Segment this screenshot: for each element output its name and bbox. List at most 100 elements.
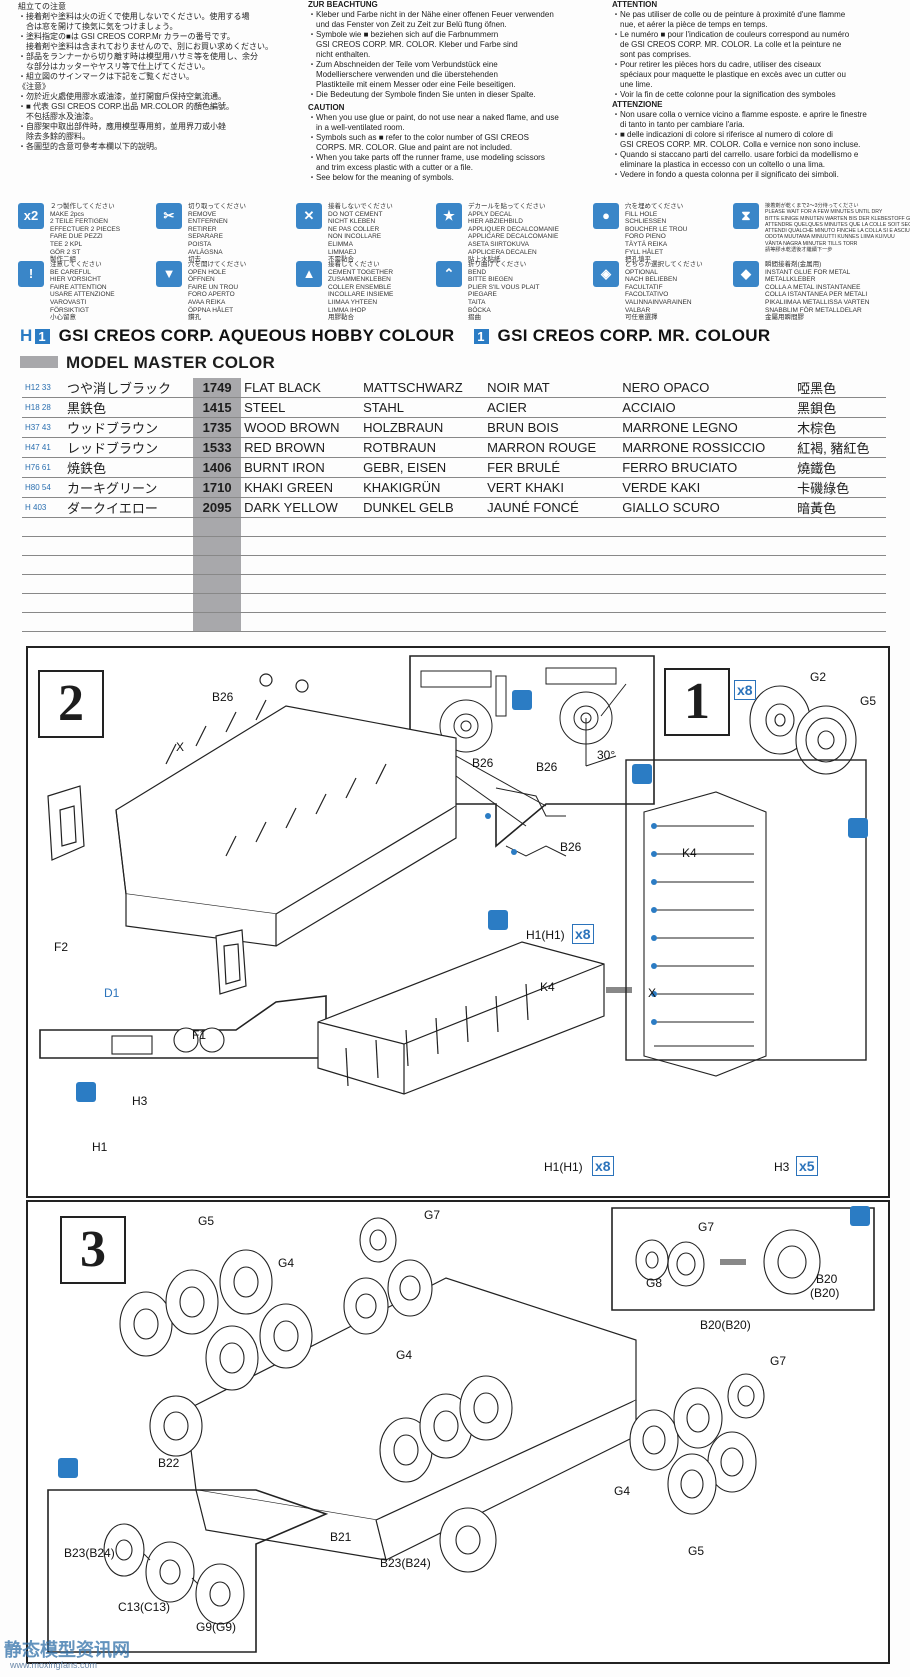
- label-g8: G8: [646, 1276, 663, 1290]
- label-b23-b24: B23(B24): [64, 1546, 115, 1560]
- caution-line: ・Symbols such as ■ refer to the color nu…: [308, 133, 529, 142]
- no-cement-icon: [488, 910, 508, 930]
- color-name-ja: 黒鉄色: [64, 397, 194, 418]
- label-x: X: [176, 740, 185, 754]
- empty-cell: [64, 536, 194, 556]
- notes-zh-line: 不包括膠水及油漆。: [18, 112, 98, 121]
- aqueous-badge: 1: [34, 329, 50, 344]
- color-name-zh: 燒鐵色: [794, 457, 886, 478]
- empty-cell: [619, 612, 795, 632]
- inset-sprocket-parts: [103, 1523, 245, 1625]
- color-name-fr: MARRON ROUGE: [484, 437, 620, 458]
- empty-cell: [241, 517, 361, 537]
- notes-it-line: ・Vedere in fondo a questa colonna per il…: [612, 170, 839, 179]
- label-g4: G4: [278, 1256, 295, 1270]
- empty-cell: [64, 593, 194, 613]
- empty-cell: [794, 612, 886, 632]
- notes-fr-line: sont pas comprises.: [612, 50, 692, 59]
- empty-cell: [619, 593, 795, 613]
- symbol-text: 接着剤が乾くまで2～3分待ってください PLEASE WAIT FOR A FE…: [765, 203, 910, 254]
- empty-cell: [794, 555, 886, 575]
- label-x: X: [648, 986, 657, 1000]
- empty-cell: [241, 555, 361, 575]
- caution-title: CAUTION: [308, 103, 345, 112]
- empty-cell: [794, 536, 886, 556]
- label-g5: G5: [198, 1214, 215, 1228]
- step3-drawing: [47, 1207, 875, 1653]
- label-g7: G7: [770, 1354, 787, 1368]
- notes-zh-line: ・勿於近火處使用膠水或油漆，並打開窗戶保持空氣流通。: [18, 92, 226, 101]
- color-name-fr: NOIR MAT: [484, 378, 620, 398]
- color-name-fr: ACIER: [484, 397, 620, 418]
- empty-cell: [22, 612, 64, 632]
- symbol-apply-decal: ★デカールを貼ってください APPLY DECAL HIER ABZIEHBIL…: [436, 203, 586, 263]
- part-f2: [47, 785, 85, 861]
- color-code: 1415: [193, 397, 242, 418]
- color-row-empty: [22, 536, 886, 556]
- inset-wheels: [635, 1229, 821, 1295]
- color-name-it: FERRO BRUCIATO: [619, 457, 795, 478]
- color-name-fr: JAUNÉ FONCÉ: [484, 497, 620, 518]
- label-h3: H3: [132, 1094, 148, 1108]
- notes-de-line: Plastikteile mit einem Messer oder eine …: [308, 80, 516, 89]
- label-b20-alt: (B20): [810, 1286, 840, 1300]
- empty-cell: [360, 612, 485, 632]
- inset-h3-h1: [111, 1027, 225, 1055]
- symbol-text: 接着してください CEMENT TOGETHER ZUSAMMENKLEBEN …: [328, 261, 394, 322]
- symbol-text: どちらか選択してください OPTIONAL NACH BELIEBEN FACU…: [625, 261, 703, 322]
- color-name-fr: BRUN BOIS: [484, 417, 620, 438]
- notes-de-title: ZUR BEACHTUNG: [308, 0, 378, 9]
- wheel-g2: [749, 685, 811, 755]
- label-g4: G4: [396, 1348, 413, 1362]
- color-name-en: STEEL: [241, 397, 361, 418]
- empty-cell: [619, 574, 795, 594]
- road-arms: [165, 673, 387, 857]
- symbol-text: 注意してください BE CAREFUL HIER VORSICHT FAIRE …: [50, 261, 115, 322]
- color-name-ja: カーキグリーン: [64, 477, 194, 498]
- empty-cell: [360, 593, 485, 613]
- empty-cell: [241, 574, 361, 594]
- step3-number: 3: [60, 1216, 126, 1284]
- aqueous-prefix: H: [20, 326, 33, 345]
- label-g7: G7: [424, 1208, 441, 1222]
- label-b22: B22: [158, 1456, 180, 1470]
- wait-glue-icon: ⧗: [733, 203, 759, 229]
- notes-zh-line: ・■ 代表 GSI CREOS CORP.出品 MR.COLOR 的顏色編號。: [18, 102, 234, 111]
- label-g2: G2: [810, 670, 827, 684]
- empty-cell: [193, 612, 242, 632]
- color-ref: H76 61: [22, 457, 64, 478]
- fill-hole-icon: ●: [593, 203, 619, 229]
- symbol-text: 穴を開けてください OPEN HOLE ÖFFNEN FAIRE UN TROU…: [188, 261, 247, 322]
- empty-cell: [619, 555, 795, 575]
- color-ref: H18 28: [22, 397, 64, 418]
- empty-cell: [193, 536, 242, 556]
- label-b23-b24: B23(B24): [380, 1556, 431, 1570]
- step1-divider: [625, 759, 867, 1061]
- step2-number: 2: [38, 670, 104, 738]
- be-careful-icon: [76, 1082, 96, 1102]
- notes-fr-line: de GSI CREOS CORP. MR. COLOR. La colle e…: [612, 40, 842, 49]
- caution-line: and trim excess plastic with a cutter or…: [308, 163, 473, 172]
- color-code: 1749: [193, 378, 242, 398]
- caution-line: ・See below for the meaning of symbols.: [308, 173, 454, 182]
- label-g5: G5: [688, 1544, 705, 1558]
- aqueous-title: GSI CREOS CORP. AQUEOUS HOBBY COLOUR: [58, 326, 455, 345]
- notes-ja-line: ・塗料指定の■は GSI CREOS CORP.Mr カラーの番号です。: [18, 32, 235, 41]
- empty-cell: [619, 517, 795, 537]
- label-f1: F1: [192, 1028, 207, 1042]
- color-ref: H80 54: [22, 477, 64, 498]
- color-name-en: FLAT BLACK: [241, 378, 361, 398]
- notes-de-line: nicht enthalten.: [308, 50, 371, 59]
- label-g9: G9(G9): [196, 1620, 237, 1634]
- label-b20-b20: B20(B20): [700, 1318, 751, 1332]
- notes-fr-line: ・Le numéro ■ pour l'indication de couleu…: [612, 30, 850, 39]
- be-careful-icon: [850, 1206, 870, 1226]
- be-careful-icon: [58, 1458, 78, 1478]
- caution-line: in a well-ventilated room.: [308, 123, 405, 132]
- notes-fr-line: ・Voir la fin de cette colonne pour la si…: [612, 90, 836, 99]
- empty-cell: [22, 574, 64, 594]
